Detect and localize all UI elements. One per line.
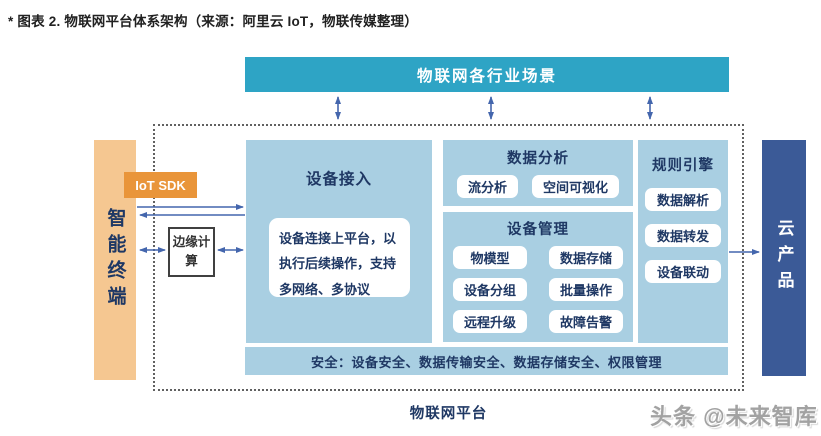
- pill-data-forwarding: 数据转发: [645, 224, 721, 247]
- device-access-description-card: 设备连接上平台，以执行后续操作，支持多网络、多协议: [269, 218, 410, 297]
- pill-data-parsing: 数据解析: [645, 188, 721, 211]
- security-bar: 安全：设备安全、数据传输安全、数据存储安全、权限管理: [245, 347, 728, 375]
- pill-thing-model: 物模型: [453, 246, 527, 269]
- industry-scenarios-bar: 物联网各行业场景: [245, 57, 729, 92]
- figure-caption: * 图表 2. 物联网平台体系架构（来源：阿里云 IoT，物联传媒整理）: [8, 14, 418, 29]
- industry-scenarios-label: 物联网各行业场景: [416, 67, 557, 85]
- iot-sdk-tag: IoT SDK: [124, 172, 197, 198]
- pill-spatial-visualization: 空间可视化: [532, 175, 620, 198]
- smart-terminal-label: 智能终端: [104, 208, 126, 312]
- cloud-products-bar: 云产品: [762, 140, 806, 376]
- data-analysis-title: 数据分析: [507, 151, 569, 167]
- watermark: 头条 @未来智库: [650, 404, 818, 429]
- smart-terminal-bar: 智能终端: [94, 140, 136, 380]
- cloud-products-label: 云产品: [774, 219, 794, 297]
- device-management-section: 设备管理 物模型 数据存储 设备分组 批量操作 远程升级 故障告警: [443, 212, 633, 342]
- iot-platform-dashed-container: [153, 124, 744, 391]
- pill-data-storage: 数据存储: [549, 246, 623, 269]
- security-label: 安全：设备安全、数据传输安全、数据存储安全、权限管理: [310, 354, 662, 370]
- pill-stream-analysis: 流分析: [456, 175, 518, 198]
- data-analysis-section: 数据分析 流分析 空间可视化: [443, 140, 633, 206]
- pill-device-linkage: 设备联动: [645, 260, 721, 283]
- edge-computing-label: 边缘计算: [172, 234, 211, 268]
- iot-platform-label: 物联网平台: [409, 406, 488, 422]
- edge-computing-box: 边缘计算: [168, 227, 215, 277]
- device-access-section: 设备接入 设备连接上平台，以执行后续操作，支持多网络、多协议: [246, 140, 432, 343]
- device-access-title: 设备接入: [305, 171, 372, 188]
- pill-device-grouping: 设备分组: [453, 278, 527, 301]
- device-management-title: 设备管理: [507, 222, 569, 238]
- rule-engine-section: 规则引擎 数据解析 数据转发 设备联动: [638, 140, 728, 343]
- rule-engine-title: 规则引擎: [652, 158, 714, 174]
- pill-fault-alarm: 故障告警: [549, 310, 623, 333]
- pill-remote-upgrade: 远程升级: [453, 310, 527, 333]
- pill-batch-operations: 批量操作: [549, 278, 623, 301]
- iot-sdk-label: IoT SDK: [135, 177, 186, 193]
